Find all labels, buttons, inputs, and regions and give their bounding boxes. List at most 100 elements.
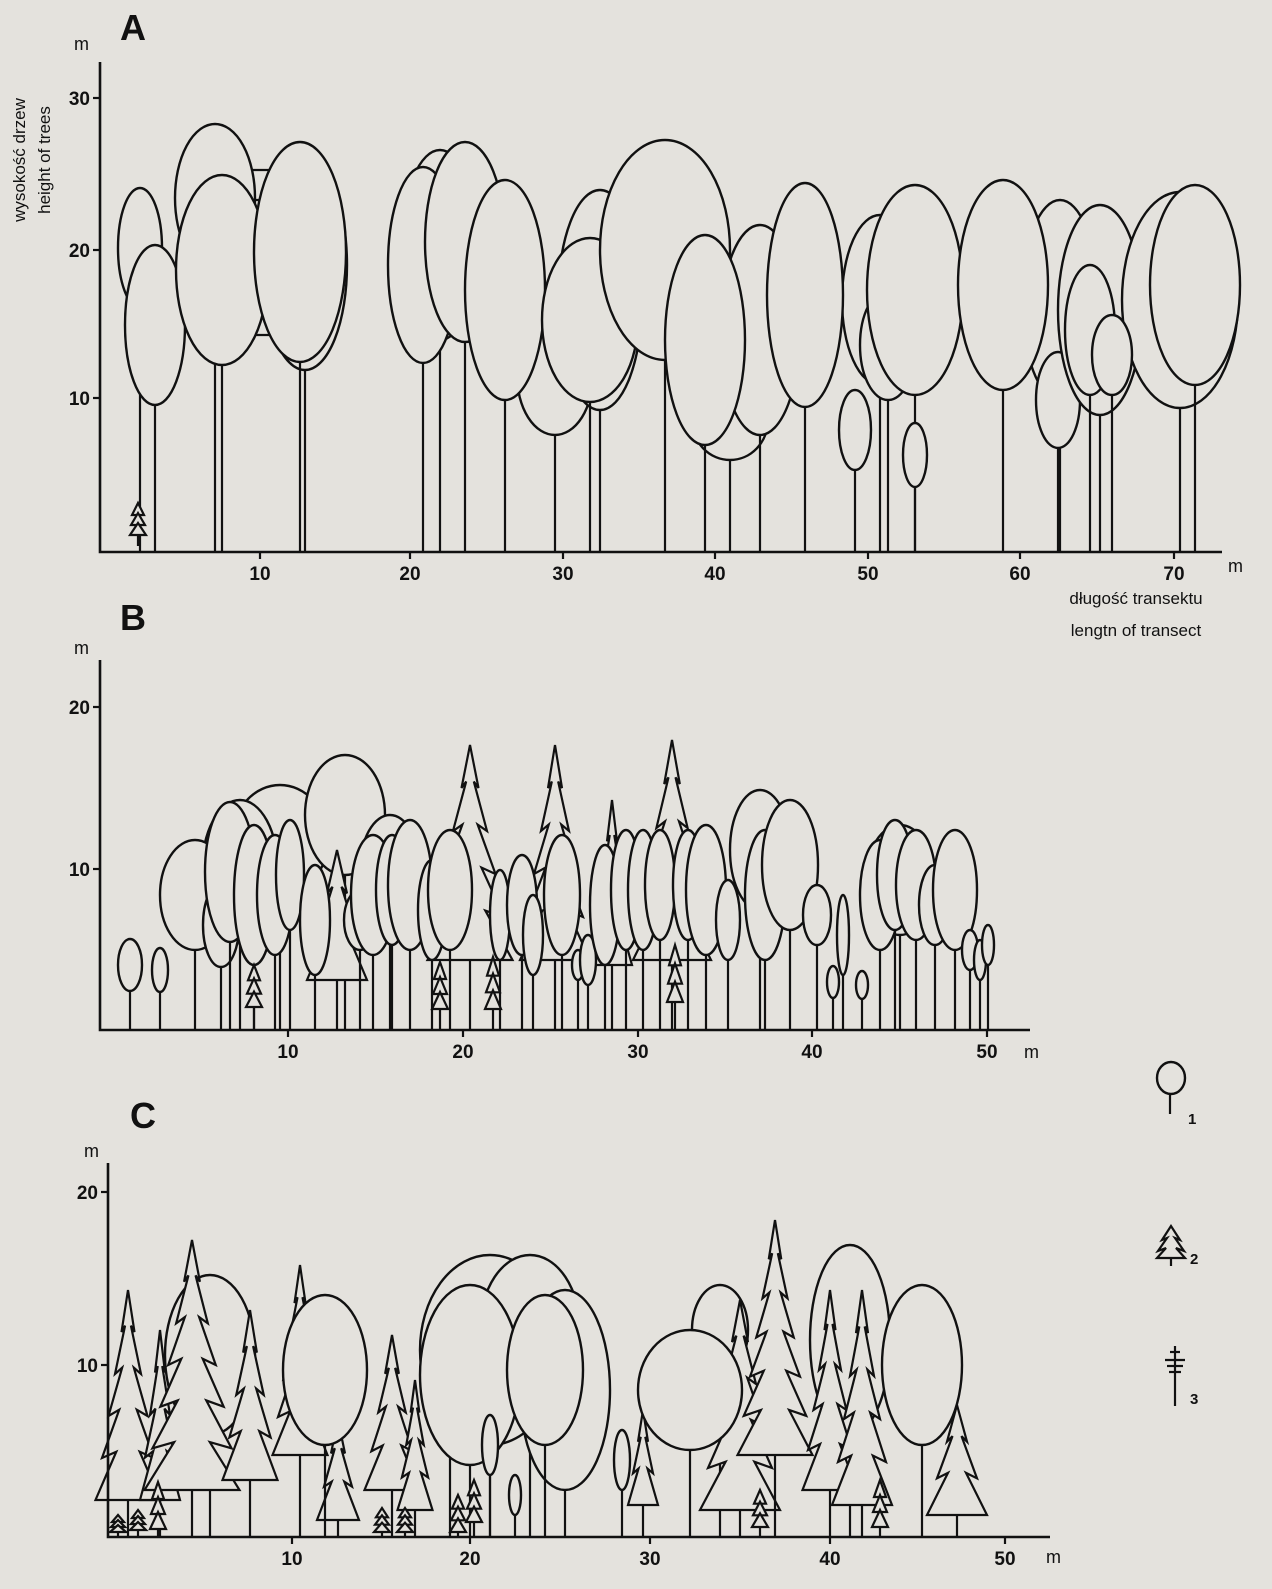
legend-item-2: 2 — [1157, 1226, 1198, 1268]
tree-crown — [614, 1430, 630, 1490]
tree-crown — [544, 835, 580, 955]
x-tick-label: 10 — [281, 1549, 302, 1570]
deciduous-tree — [767, 183, 843, 552]
sapling-conifer — [110, 1515, 126, 1537]
tree-crown — [839, 390, 871, 470]
legend-number-2: 2 — [1190, 1251, 1198, 1268]
conifer-tree-icon — [1157, 1226, 1185, 1266]
x-axis-title-en: lengtn of transect — [1071, 621, 1202, 640]
tree-crown — [523, 895, 543, 975]
tree-crown — [482, 1415, 498, 1475]
x-tick-label: 30 — [627, 1042, 648, 1063]
deciduous-tree — [614, 1430, 630, 1537]
legend-number-3: 3 — [1190, 1391, 1198, 1408]
y-tick-label: 30 — [69, 89, 90, 110]
deciduous-tree — [665, 235, 745, 552]
panel-a-label: A — [120, 7, 146, 48]
panel-c-trees — [96, 1220, 988, 1537]
deciduous-tree — [856, 971, 868, 1030]
panel-c-label: C — [130, 1095, 156, 1136]
x-tick-label: 30 — [552, 564, 573, 585]
tree-crown — [665, 235, 745, 445]
sapling-conifer — [130, 503, 146, 546]
deciduous-tree — [903, 423, 927, 552]
tree-crown — [645, 830, 675, 940]
legend-item-1: 1 — [1157, 1062, 1196, 1128]
x-tick-label: 10 — [277, 1042, 298, 1063]
tree-crown — [509, 1475, 521, 1515]
tree-crown — [803, 885, 831, 945]
panel-c-x-unit: m — [1046, 1547, 1061, 1567]
tree-crown — [958, 180, 1048, 390]
deciduous-tree — [803, 885, 831, 1030]
x-tick-label: 70 — [1163, 564, 1184, 585]
deciduous-tree — [716, 880, 740, 1030]
tree-crown — [428, 830, 472, 950]
deciduous-tree — [300, 865, 330, 1030]
deciduous-tree — [118, 939, 142, 1030]
tree-crown — [1150, 185, 1240, 385]
panel-a: A m wysokość drzew height of trees 10 20 3… — [10, 7, 1243, 640]
y-tick-label: 20 — [77, 1183, 98, 1204]
dead-tree-icon — [1165, 1346, 1185, 1406]
panel-b-trees — [118, 740, 994, 1030]
tree-crown — [882, 1285, 962, 1445]
y-tick-label: 20 — [69, 698, 90, 719]
x-tick-label: 10 — [249, 564, 270, 585]
panel-a-y-unit: m — [74, 34, 89, 54]
deciduous-tree — [544, 835, 580, 1030]
deciduous-tree-icon — [1157, 1062, 1185, 1114]
x-tick-label: 20 — [459, 1549, 480, 1570]
deciduous-tree — [482, 1415, 498, 1537]
panel-c-y-unit: m — [84, 1141, 99, 1161]
tree-crown — [254, 142, 346, 362]
sapling-conifer — [450, 1495, 466, 1537]
deciduous-tree — [465, 180, 545, 552]
x-tick-label: 40 — [801, 1042, 822, 1063]
tree-crown — [465, 180, 545, 400]
tree-crown — [1092, 315, 1132, 395]
tree-crown — [903, 423, 927, 487]
tree-crown — [982, 925, 994, 965]
tree-crown — [152, 948, 168, 992]
y-axis-title-pl: wysokość drzew — [10, 97, 29, 222]
deciduous-tree — [580, 935, 596, 1030]
y-tick-label: 10 — [69, 860, 90, 881]
sapling-conifer — [397, 1508, 413, 1537]
deciduous-tree — [1092, 315, 1132, 552]
tree-crown — [716, 880, 740, 960]
tree-crown — [856, 971, 868, 999]
panel-a-x-unit: m — [1228, 556, 1243, 576]
deciduous-tree — [839, 390, 871, 552]
sapling-conifer — [374, 1508, 390, 1537]
tree-crown — [420, 1285, 520, 1465]
x-tick-label: 40 — [704, 564, 725, 585]
panel-b-x-unit: m — [1024, 1042, 1039, 1062]
tree-crown — [827, 966, 839, 998]
sapling-conifer — [432, 962, 448, 1030]
tree-crown — [283, 1295, 367, 1445]
panel-b-label: B — [120, 597, 146, 638]
y-axis-title-en: height of trees — [35, 106, 54, 214]
x-tick-label: 50 — [976, 1042, 997, 1063]
y-tick-label: 20 — [69, 241, 90, 262]
x-axis-title-pl: długość transektu — [1069, 589, 1202, 608]
panel-a-trees — [118, 124, 1240, 552]
tree-crown — [867, 185, 963, 395]
tree-crown — [507, 1295, 583, 1445]
deciduous-tree — [509, 1475, 521, 1537]
tree-crown — [837, 895, 849, 975]
sapling-conifer — [485, 957, 501, 1030]
deciduous-tree — [420, 1285, 520, 1537]
tree-crown — [638, 1330, 742, 1450]
deciduous-tree — [428, 830, 472, 1030]
x-tick-label: 40 — [819, 1549, 840, 1570]
deciduous-tree — [283, 1295, 367, 1537]
panel-c: C m 10203040501020 m — [77, 1095, 1061, 1570]
x-tick-label: 20 — [399, 564, 420, 585]
deciduous-tree — [827, 966, 839, 1030]
sapling-conifer — [466, 1480, 482, 1537]
panel-b-y-unit: m — [74, 638, 89, 658]
